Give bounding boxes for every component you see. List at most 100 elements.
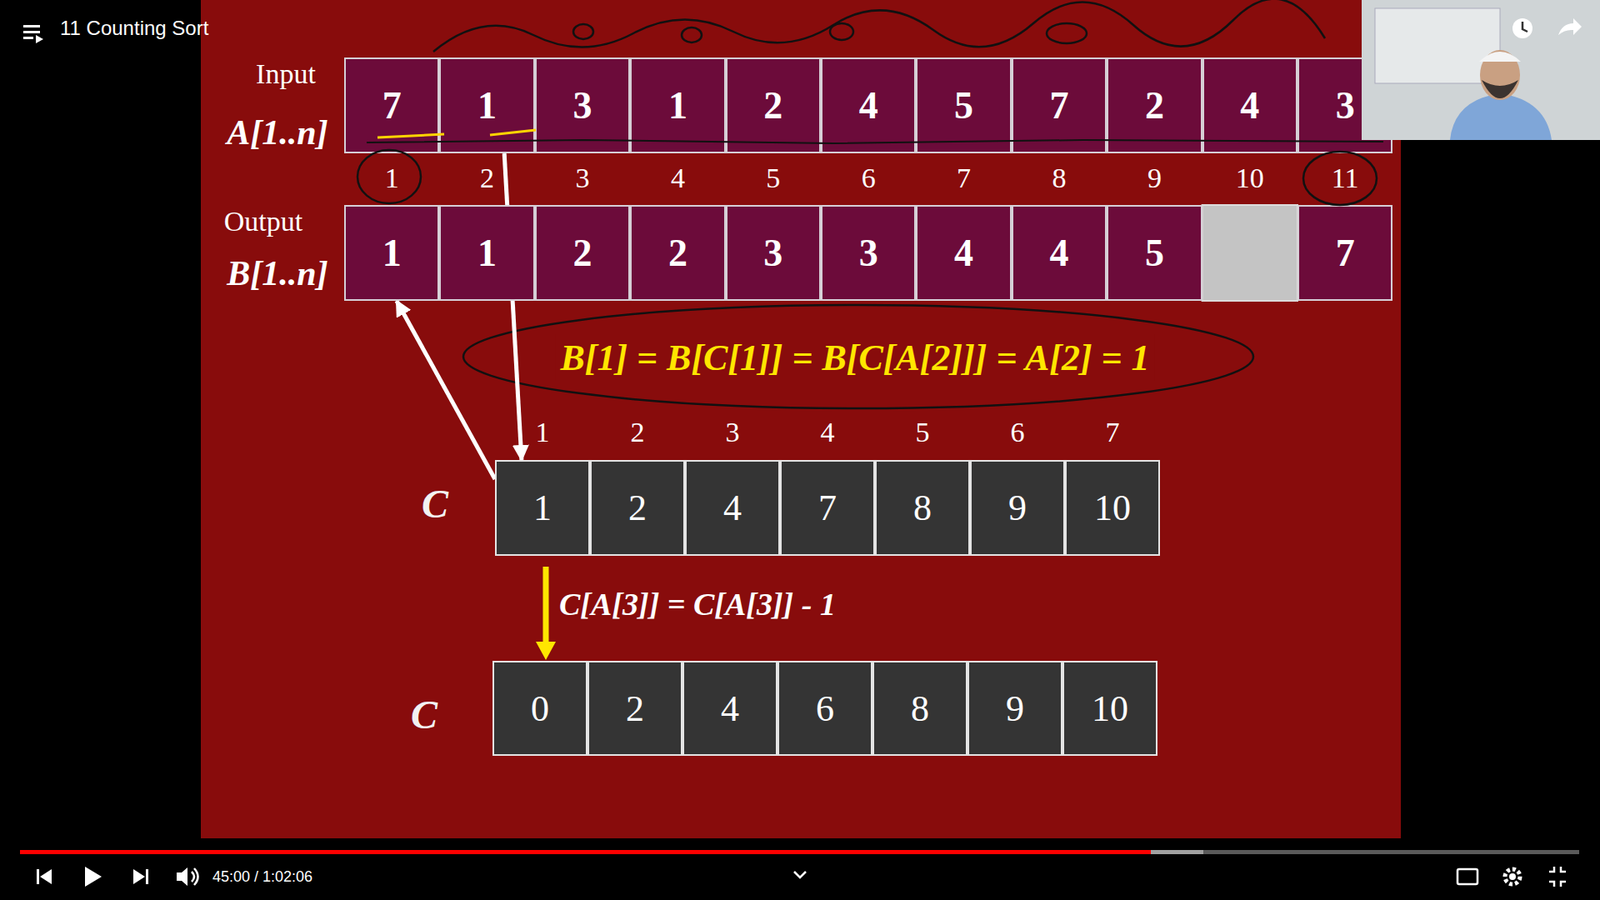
input-cell: 7 bbox=[344, 57, 440, 154]
volume-icon bbox=[176, 867, 188, 886]
output-cell: 7 bbox=[1297, 205, 1393, 301]
array-label: Output bbox=[224, 205, 303, 238]
update-arrow bbox=[535, 566, 556, 660]
index-number: 8 bbox=[1052, 162, 1067, 195]
prev-icon bbox=[40, 869, 52, 885]
cell-value: 4 bbox=[1240, 83, 1260, 128]
next-icon bbox=[133, 869, 145, 885]
person-beard bbox=[1481, 80, 1519, 99]
arrow-head bbox=[535, 641, 556, 660]
cc-icon bbox=[1457, 869, 1478, 885]
formula: B[1] = B[C[1]] = B[C[A[2]]] = A[2] = 1 bbox=[555, 335, 1155, 381]
count-cell: 9 bbox=[970, 460, 1065, 556]
cell-value: 2 bbox=[628, 486, 647, 530]
array-label: Input bbox=[255, 58, 316, 90]
index-number: 4 bbox=[820, 416, 835, 449]
cell-value: 1 bbox=[533, 486, 552, 530]
index-number: 7 bbox=[956, 162, 971, 195]
icon-triangle bbox=[35, 35, 44, 44]
cell-value: 2 bbox=[763, 83, 783, 128]
cell-value: 9 bbox=[1005, 687, 1025, 730]
index-number: 10 bbox=[1235, 162, 1265, 195]
circle-mark bbox=[1303, 151, 1377, 205]
webcam-overlay bbox=[0, 0, 1600, 142]
pointer-arrow bbox=[504, 153, 522, 460]
cell-value: 9 bbox=[1008, 486, 1027, 530]
cell-value: 3 bbox=[572, 83, 592, 128]
cell-value: 5 bbox=[954, 83, 974, 128]
icon-bar bbox=[23, 30, 40, 34]
count-cell: 4 bbox=[682, 660, 778, 756]
index-number: 7 bbox=[1105, 416, 1120, 449]
video-title: 11 Counting Sort bbox=[60, 16, 209, 40]
cell-value: 7 bbox=[382, 83, 402, 128]
count-cell: 1 bbox=[495, 460, 590, 556]
output-cell: 4 bbox=[915, 205, 1011, 301]
index-number: 9 bbox=[1147, 162, 1162, 195]
cell-value: 10 bbox=[1094, 486, 1131, 530]
count-cell: 4 bbox=[685, 460, 780, 556]
output-cell: 4 bbox=[1011, 205, 1107, 301]
progress-bar bbox=[20, 850, 1580, 855]
cell-value: 4 bbox=[723, 486, 742, 530]
output-cell: 1 bbox=[439, 205, 535, 301]
scribble-line bbox=[366, 140, 1384, 144]
cell-value: 1 bbox=[382, 230, 402, 275]
update-formula: C[A[3]] = C[A[3]] - 1 bbox=[559, 585, 836, 623]
progress-played bbox=[20, 850, 1151, 855]
array-name: B[1..n] bbox=[226, 253, 328, 294]
share-icon bbox=[1558, 18, 1582, 35]
index-number: 11 bbox=[1331, 162, 1360, 195]
output-cell: 3 bbox=[725, 205, 821, 301]
slide-ground bbox=[200, 0, 1401, 839]
count-cell: 6 bbox=[777, 660, 873, 756]
array-name: C bbox=[421, 480, 449, 527]
cell-value: 1 bbox=[668, 83, 688, 128]
volume-icon bbox=[194, 868, 199, 885]
next-icon bbox=[145, 869, 149, 885]
input-cell: 1 bbox=[630, 57, 725, 154]
cell-value: 4 bbox=[1049, 230, 1069, 275]
fullscreen-icon bbox=[1549, 866, 1566, 887]
output-cell: 5 bbox=[1106, 205, 1202, 301]
index-number: 6 bbox=[861, 162, 876, 195]
arrow-shaft bbox=[543, 566, 550, 644]
count-cell: 7 bbox=[780, 460, 875, 556]
progress-track bbox=[20, 850, 1580, 855]
input-cell: 5 bbox=[915, 57, 1011, 154]
count-cell: 0 bbox=[492, 660, 588, 756]
cell-value: 3 bbox=[1335, 83, 1355, 128]
cell-value: 8 bbox=[910, 687, 930, 730]
input-cell: 3 bbox=[535, 57, 630, 154]
icon-bar bbox=[23, 36, 34, 40]
index-number: 5 bbox=[765, 162, 780, 195]
cell-value: 2 bbox=[668, 230, 688, 275]
cell-value: 0 bbox=[530, 687, 550, 730]
input-cell: 7 bbox=[1011, 57, 1107, 154]
time-display: 45:00 / 1:02:06 bbox=[212, 868, 313, 886]
input-cell: 2 bbox=[725, 57, 821, 154]
count-cell: 8 bbox=[872, 660, 968, 756]
count-cell: 10 bbox=[1065, 460, 1160, 556]
player-controls bbox=[36, 866, 1566, 887]
person-shirt bbox=[1450, 93, 1552, 140]
index-number: 2 bbox=[630, 416, 645, 449]
circle-mark bbox=[357, 150, 421, 204]
cell-value: 2 bbox=[625, 687, 645, 730]
cell-value: 4 bbox=[720, 687, 740, 730]
cell-value: 4 bbox=[859, 83, 879, 128]
output-cell: 3 bbox=[820, 205, 916, 301]
cell-value: 3 bbox=[859, 230, 879, 275]
scribble-loop bbox=[830, 23, 854, 40]
cell-value: 3 bbox=[763, 230, 783, 275]
cell-value: 2 bbox=[572, 230, 592, 275]
cell-value: 2 bbox=[1145, 83, 1165, 128]
cell-value: 8 bbox=[913, 486, 932, 530]
scribble-loop bbox=[573, 24, 594, 40]
clock-icon bbox=[1522, 21, 1528, 32]
array-name: A[1..n] bbox=[226, 112, 328, 153]
cell-value: 10 bbox=[1091, 687, 1129, 730]
volume-icon bbox=[191, 871, 195, 882]
progress-buffer bbox=[20, 850, 1204, 855]
